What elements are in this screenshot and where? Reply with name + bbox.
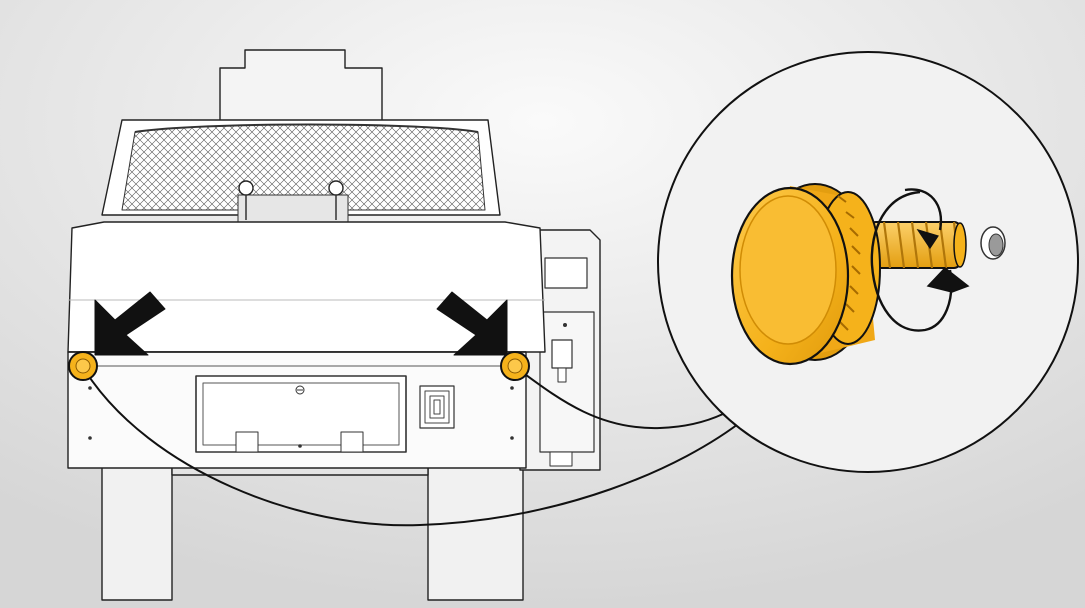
detail-magnifier: [657, 51, 1079, 473]
side-switch: [551, 339, 573, 369]
vent: [419, 385, 455, 429]
callout-line-left: [85, 371, 747, 527]
thumbscrew-marker-right: [500, 351, 530, 381]
arrow-down-right-icon: [436, 291, 508, 356]
machine-leg-right: [427, 464, 524, 601]
hinge-left: [235, 431, 259, 453]
thumbscrew-marker-left: [68, 351, 98, 381]
rotate-clockwise-icon: [870, 188, 970, 332]
thumbscrew-knob: [730, 183, 881, 366]
thumbscrew-shaft: [869, 221, 967, 269]
side-cabinet-panel: [544, 257, 588, 289]
callout-line-right: [521, 371, 724, 430]
hinge-right: [340, 431, 364, 453]
drum-knob-right: [328, 180, 344, 196]
arrow-down-left-icon: [94, 291, 166, 356]
machine: [67, 49, 601, 601]
drum-knob-left: [238, 180, 254, 196]
machine-leg-left: [101, 464, 173, 601]
mounting-hole: [980, 226, 1006, 260]
callout-lines: [85, 371, 747, 527]
